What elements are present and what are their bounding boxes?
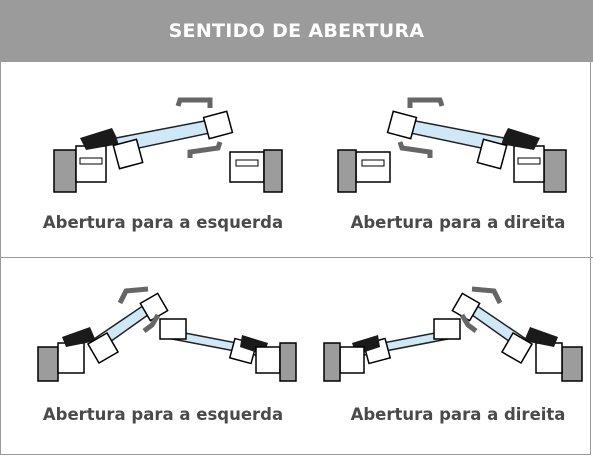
caption-single-left: Abertura para a esquerda [42,213,284,232]
left-jamb-icon [337,149,391,193]
opened-sash-icon [112,97,234,170]
right-jamb-icon [229,149,283,193]
opened-sash-icon [386,97,508,170]
right-sash-closed-icon [159,318,269,365]
left-sash-closed-icon [351,318,461,365]
left-sash-opened-icon [86,286,169,365]
left-jamb-icon [323,342,365,382]
row-divider [0,257,593,258]
caption-double-left: Abertura para a esquerda [42,405,284,424]
single-window-opening-left-diagram [53,97,283,193]
right-jamb-icon [500,128,567,193]
right-jamb-icon [524,327,583,382]
page-title: SENTIDO DE ABERTURA [0,0,593,62]
right-sash-opened-icon [451,286,534,365]
right-jamb-icon [255,342,297,382]
left-jamb-icon [37,327,96,382]
caption-single-right: Abertura para a direita [350,213,566,232]
double-window-opening-left-diagram [37,286,297,382]
left-jamb-icon [53,128,120,193]
double-window-opening-right-diagram [323,286,583,382]
caption-double-right: Abertura para a direita [350,405,566,424]
single-window-opening-right-diagram [337,97,567,193]
page-title-text: SENTIDO DE ABERTURA [168,20,425,42]
